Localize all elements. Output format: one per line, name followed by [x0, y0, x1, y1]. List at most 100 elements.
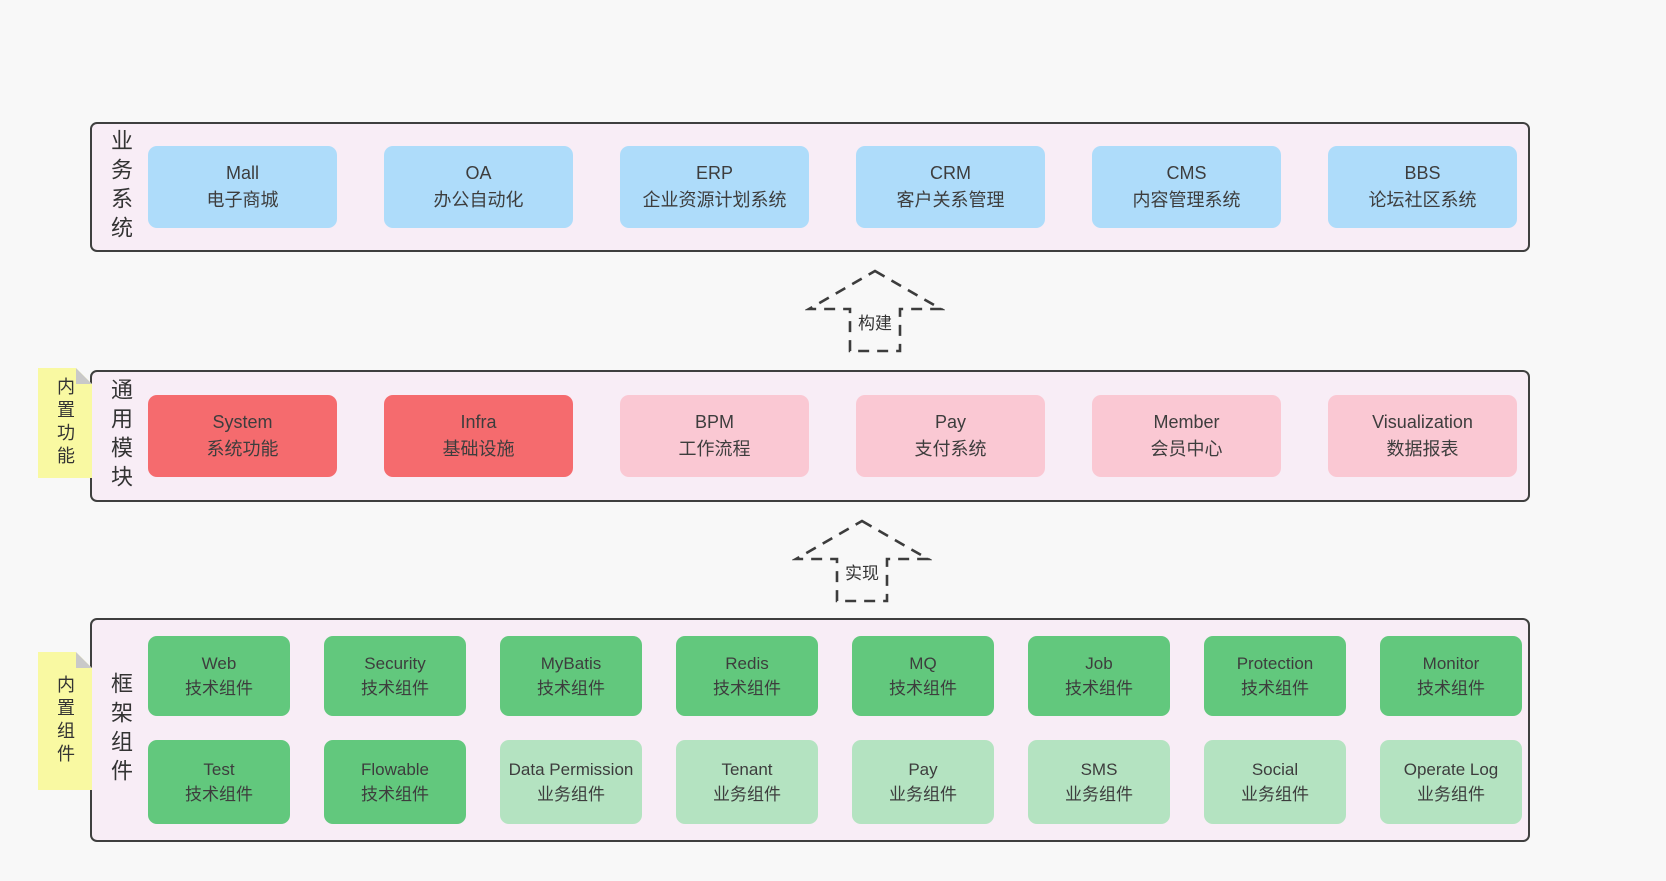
sticky-label: 内置组件 — [55, 675, 75, 767]
framework-row-1: Web 技术组件 Security 技术组件 MyBatis 技术组件 Redi… — [148, 636, 1522, 716]
box-title: Pay — [934, 412, 967, 432]
box-title: Social — [1251, 760, 1299, 779]
box-member: Member 会员中心 — [1092, 395, 1281, 477]
sticky-built-in-components: 内置组件 — [38, 652, 92, 790]
box-subtitle: 业务组件 — [713, 785, 781, 804]
box-title: Data Permission — [508, 760, 634, 779]
box-mq: MQ 技术组件 — [852, 636, 994, 716]
box-monitor: Monitor 技术组件 — [1380, 636, 1522, 716]
box-subtitle: 技术组件 — [713, 679, 781, 698]
box-subtitle: 技术组件 — [361, 785, 429, 804]
box-title: ERP — [695, 163, 733, 183]
box-subtitle: 内容管理系统 — [1132, 190, 1241, 210]
box-subtitle: 企业资源计划系统 — [642, 190, 787, 210]
box-title: MQ — [909, 654, 937, 673]
up-arrow-icon — [805, 269, 945, 353]
box-social: Social 业务组件 — [1204, 740, 1346, 824]
box-title: Security — [364, 654, 426, 673]
box-test: Test 技术组件 — [148, 740, 290, 824]
box-crm: CRM 客户关系管理 — [856, 146, 1045, 228]
band-framework-content: Web 技术组件 Security 技术组件 MyBatis 技术组件 Redi… — [148, 620, 1528, 840]
box-subtitle: 办公自动化 — [433, 190, 524, 210]
sticky-built-in-functions: 内置功能 — [38, 368, 92, 478]
box-title: Pay — [908, 760, 938, 779]
box-operate-log: Operate Log 业务组件 — [1380, 740, 1522, 824]
box-subtitle: 业务组件 — [1417, 785, 1485, 804]
box-subtitle: 客户关系管理 — [896, 190, 1005, 210]
box-subtitle: 技术组件 — [185, 785, 253, 804]
box-pay-component: Pay 业务组件 — [852, 740, 994, 824]
box-title: Visualization — [1372, 412, 1473, 432]
build-arrow-label: 构建 — [855, 308, 895, 335]
box-title: SMS — [1080, 760, 1118, 779]
box-subtitle: 论坛社区系统 — [1368, 190, 1477, 210]
box-title: CMS — [1166, 163, 1207, 183]
band-framework-components: 框架组件 Web 技术组件 Security 技术组件 MyBatis 技术组件… — [90, 618, 1530, 842]
up-arrow-icon — [792, 519, 932, 603]
band-framework-label: 框架组件 — [108, 672, 133, 788]
band-modules-content: System 系统功能 Infra 基础设施 BPM 工作流程 Pay 支付系统… — [148, 372, 1528, 500]
box-subtitle: 技术组件 — [1241, 679, 1309, 698]
box-redis: Redis 技术组件 — [676, 636, 818, 716]
box-pay-module: Pay 支付系统 — [856, 395, 1045, 477]
box-bbs: BBS 论坛社区系统 — [1328, 146, 1517, 228]
box-subtitle: 会员中心 — [1150, 439, 1223, 459]
box-title: BBS — [1404, 163, 1441, 183]
box-subtitle: 业务组件 — [1065, 785, 1133, 804]
box-title: Web — [201, 654, 237, 673]
box-mall: Mall 电子商城 — [148, 146, 337, 228]
box-title: Protection — [1236, 654, 1314, 673]
box-data-permission: Data Permission 业务组件 — [500, 740, 642, 824]
box-erp: ERP 企业资源计划系统 — [620, 146, 809, 228]
box-title: Test — [203, 760, 235, 779]
box-oa: OA 办公自动化 — [384, 146, 573, 228]
box-web: Web 技术组件 — [148, 636, 290, 716]
implement-arrow-label: 实现 — [842, 558, 882, 585]
box-protection: Protection 技术组件 — [1204, 636, 1346, 716]
box-system: System 系统功能 — [148, 395, 337, 477]
box-subtitle: 基础设施 — [442, 439, 515, 459]
box-subtitle: 技术组件 — [361, 679, 429, 698]
box-title: OA — [465, 163, 492, 183]
box-cms: CMS 内容管理系统 — [1092, 146, 1281, 228]
box-job: Job 技术组件 — [1028, 636, 1170, 716]
box-title: System — [212, 412, 273, 432]
box-title: Operate Log — [1403, 760, 1499, 779]
box-title: Monitor — [1422, 654, 1480, 673]
box-title: CRM — [930, 163, 971, 183]
box-subtitle: 业务组件 — [1241, 785, 1309, 804]
box-title: Infra — [460, 412, 497, 432]
sticky-label: 内置功能 — [55, 377, 75, 469]
box-subtitle: 技术组件 — [537, 679, 605, 698]
box-title: MyBatis — [540, 654, 602, 673]
implement-arrow: 实现 — [792, 518, 932, 604]
box-title: Flowable — [360, 760, 430, 779]
band-business-systems: 业务系统 Mall 电子商城 OA 办公自动化 ERP 企业资源计划系统 CRM… — [90, 122, 1530, 252]
box-subtitle: 支付系统 — [914, 439, 987, 459]
band-business-content: Mall 电子商城 OA 办公自动化 ERP 企业资源计划系统 CRM 客户关系… — [148, 124, 1528, 250]
box-subtitle: 业务组件 — [537, 785, 605, 804]
framework-row-2: Test 技术组件 Flowable 技术组件 Data Permission … — [148, 740, 1522, 824]
box-title: Redis — [725, 654, 769, 673]
box-subtitle: 技术组件 — [185, 679, 253, 698]
box-bpm: BPM 工作流程 — [620, 395, 809, 477]
build-arrow: 构建 — [805, 268, 945, 354]
box-visualization: Visualization 数据报表 — [1328, 395, 1517, 477]
box-subtitle: 技术组件 — [889, 679, 957, 698]
box-flowable: Flowable 技术组件 — [324, 740, 466, 824]
band-modules-label: 通用模块 — [108, 378, 133, 494]
box-mybatis: MyBatis 技术组件 — [500, 636, 642, 716]
box-title: Job — [1085, 654, 1113, 673]
box-subtitle: 技术组件 — [1065, 679, 1133, 698]
box-title: Member — [1153, 412, 1220, 432]
box-title: Mall — [225, 163, 259, 183]
box-sms: SMS 业务组件 — [1028, 740, 1170, 824]
box-subtitle: 技术组件 — [1417, 679, 1485, 698]
box-subtitle: 系统功能 — [206, 439, 279, 459]
box-title: Tenant — [721, 760, 773, 779]
box-subtitle: 电子商城 — [206, 190, 279, 210]
box-infra: Infra 基础设施 — [384, 395, 573, 477]
box-tenant: Tenant 业务组件 — [676, 740, 818, 824]
band-common-modules: 通用模块 System 系统功能 Infra 基础设施 BPM 工作流程 Pay… — [90, 370, 1530, 502]
